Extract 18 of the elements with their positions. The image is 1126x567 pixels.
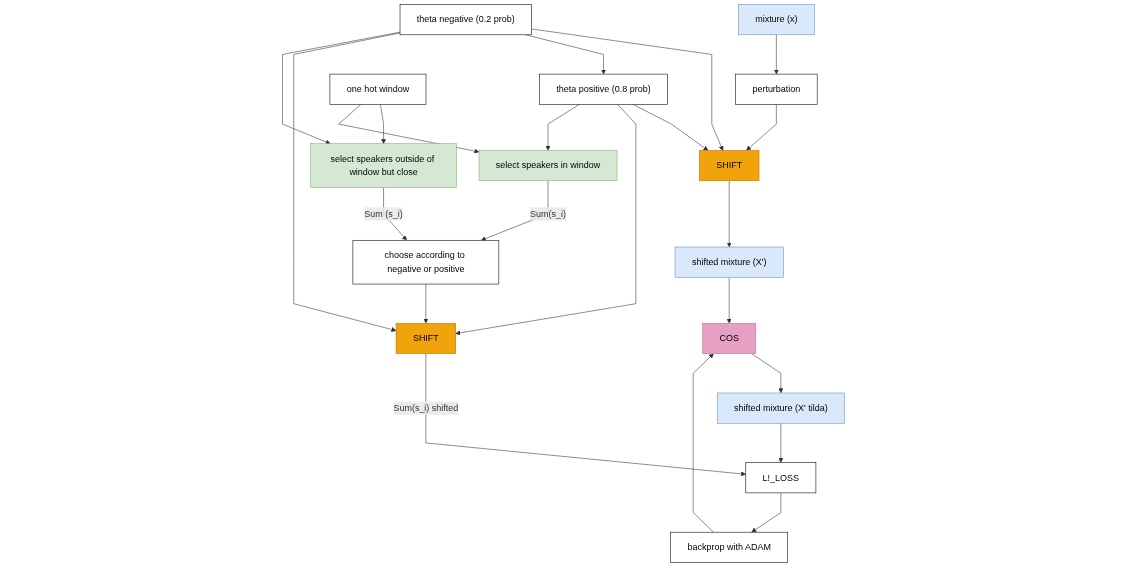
node-box: shifted mixture (X' tilda)	[716, 392, 845, 424]
node-box: perturbation	[734, 73, 817, 105]
node-box: SHIFT	[698, 150, 759, 182]
edge-label: Sum(s_i)	[529, 208, 566, 219]
node-box: choose according to negative or positive	[352, 240, 499, 285]
node-box: select speakers outside of window but close	[309, 143, 457, 188]
node-box: shifted mixture (X')	[674, 246, 784, 278]
node-box: theta negative (0.2 prob)	[399, 4, 532, 36]
edge-label: Sum (s_i)	[363, 208, 403, 219]
node-box: theta positive (0.8 prob)	[538, 73, 668, 105]
node-box: mixture (x)	[737, 4, 815, 36]
node-box: select speakers in window	[478, 150, 617, 182]
node-box: SHIFT	[395, 323, 456, 354]
node-box: one hot window	[329, 73, 426, 105]
node-box: COS	[701, 323, 756, 354]
node-box: backprop with ADAM	[669, 531, 788, 563]
edge-label: Sum(s_i) shifted	[392, 403, 458, 413]
node-box: L!_LOSS	[745, 462, 816, 494]
